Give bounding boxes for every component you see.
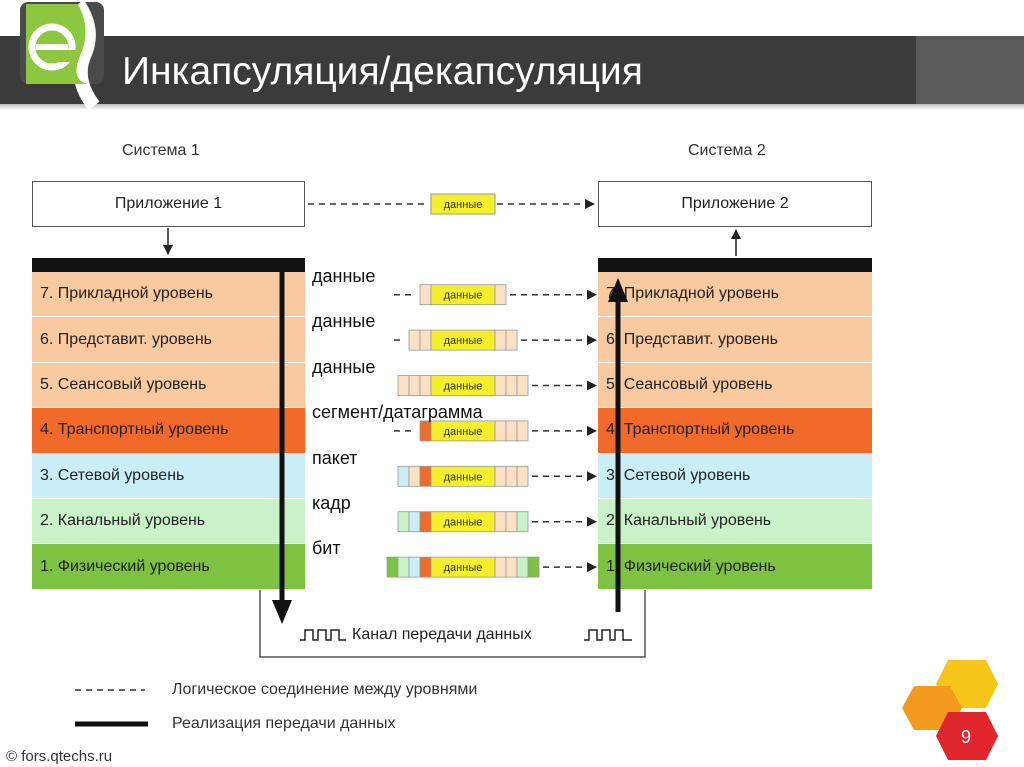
system1-layer-2: 2. Канальный уровень (32, 499, 305, 545)
pdu-trailer-block (494, 375, 507, 396)
pdu-header-block (397, 375, 410, 396)
pdu-trailer-block (494, 329, 507, 351)
pdu-data-label: данные (444, 335, 483, 347)
app-data-label: данные (444, 199, 483, 211)
hexagon-decoration-red (936, 712, 998, 760)
system1-layer-4: 4. Транспортный уровень (32, 408, 305, 454)
system2-layer-5: 5. Сеансовый уровень (598, 362, 872, 409)
system1-layer-7: 7. Прикладной уровень (32, 272, 305, 318)
app2-box: Приложение 2 (598, 181, 872, 227)
encapsulation-arrow-head (272, 600, 292, 624)
pdu-trailer-block (505, 465, 518, 487)
app1-box: Приложение 1 (32, 181, 305, 227)
page-number: 9 (961, 727, 971, 747)
pdu-header-block (408, 375, 421, 396)
system2-top-bar (598, 258, 872, 272)
channel-label: Канал передачи данных (352, 626, 532, 643)
pdu-label: данные (312, 266, 376, 286)
system1-layer-3: 3. Сетевой уровень (32, 453, 305, 499)
pdu-header-block (408, 329, 421, 351)
pdu-label: кадр (312, 493, 351, 513)
pdu-data-label: данные (444, 381, 483, 393)
legend-transfer-text: Реализация передачи данных (172, 715, 396, 732)
pdu-header-block (419, 511, 432, 533)
pdu-trailer-block (505, 511, 518, 533)
pdu-data-label: данные (444, 290, 483, 302)
system1-layer-6: 6. Представит. уровень (32, 317, 305, 363)
pdu-trailer-block (516, 556, 529, 578)
app2-label: Приложение 2 (681, 195, 789, 212)
pdu-label: данные (312, 356, 376, 377)
pdu-header-block (397, 556, 410, 578)
system2-layer-6: 6. Представит. уровень (598, 317, 872, 363)
pdu-label: бит (312, 538, 341, 559)
pdu-trailer-block (505, 329, 518, 351)
pdu-trailer-block (505, 420, 518, 442)
legend-logical-text: Логическое соединение между уровнями (172, 681, 478, 698)
title-bar (0, 36, 916, 104)
pdu-trailer-block (516, 465, 529, 487)
signal-wave-right-icon (584, 629, 632, 641)
pdu-header-block (419, 420, 432, 442)
pdu-trailer-block (494, 465, 507, 487)
system2-layer-2: 2. Канальный уровень (598, 499, 872, 545)
pdu-data-label: данные (444, 562, 483, 574)
page-title: Инкапсуляция/декапсуляция (122, 50, 643, 93)
system1-layer-1: 1. Физический уровень (32, 544, 305, 590)
pdu-header-block (397, 511, 410, 533)
pdu-trailer-block (527, 556, 540, 578)
pdu-label: пакет (312, 447, 358, 468)
pdu-header-block (419, 284, 432, 306)
pdu-trailer-block (494, 511, 507, 533)
pdu-trailer-block (516, 375, 529, 396)
system1-top-bar (32, 258, 305, 272)
system2-layer-7: 7. Прикладной уровень (598, 272, 872, 318)
system1-label: Система 1 (122, 142, 200, 159)
system2-layer-1: 1. Физический уровень (598, 544, 872, 590)
system2-layer-3: 3. Сетевой уровень (598, 453, 872, 499)
pdu-header-block (408, 556, 421, 578)
channel-frame (259, 590, 646, 658)
pdu-label: данные (312, 311, 376, 332)
pdu-header-block (419, 465, 432, 487)
title-bar-accent (916, 36, 1024, 104)
pdu-header-block (419, 329, 432, 351)
pdu-header-block (397, 465, 410, 487)
logo-icon (18, 0, 108, 112)
pdu-header-block (408, 511, 421, 533)
pdu-trailer-block (505, 556, 518, 578)
pdu-trailer-block (505, 375, 518, 396)
system2-label: Система 2 (688, 142, 766, 159)
pdu-header-block (386, 556, 399, 578)
system1-layer-5: 5. Сеансовый уровень (32, 362, 305, 409)
system2-layer-4: 4. Транспортный уровень (598, 408, 872, 454)
signal-wave-left-icon (300, 629, 346, 641)
pdu-trailer-block (494, 284, 507, 306)
pdu-label: сегмент/датаграмма (312, 402, 483, 423)
pdu-trailer-block (494, 556, 507, 578)
footer-copyright: © fors.qtechs.ru (6, 748, 113, 765)
pdu-trailer-block (494, 420, 507, 442)
pdu-trailer-block (516, 511, 529, 533)
pdu-data-label: данные (444, 517, 483, 529)
pdu-trailer-block (516, 420, 529, 442)
app1-label: Приложение 1 (114, 195, 223, 212)
pdu-group: данные данные данные данные данные данные данн… (386, 284, 597, 578)
decapsulation-arrow-head (608, 278, 628, 302)
pdu-header-block (419, 556, 432, 578)
app-data-block (430, 193, 496, 215)
pdu-data-label: данные (444, 426, 483, 438)
pdu-data-label: данные (444, 471, 483, 483)
title-shadow (0, 104, 1024, 110)
pdu-header-block (408, 465, 421, 487)
pdu-header-block (419, 375, 432, 396)
